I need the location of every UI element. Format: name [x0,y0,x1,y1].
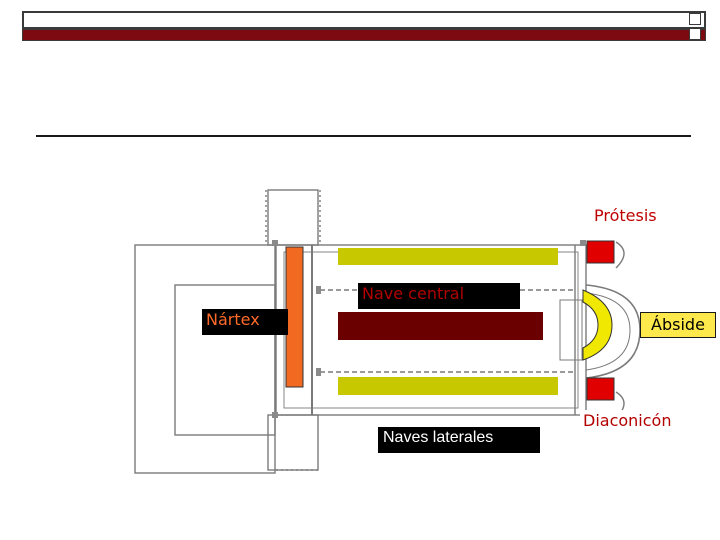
abside-label: Ábside [640,312,716,338]
nartex-zone [285,246,304,388]
title-bar [22,11,706,29]
title-underline [36,135,691,137]
corner-square-top [689,13,701,25]
north-aisle-zone [338,248,558,265]
protesis-zone [586,240,615,264]
atrium-inner-wall [174,284,276,436]
nartex-label: Nártex [202,309,288,335]
diaconicon-label: Diaconicón [580,410,675,432]
central-nave-zone [338,312,543,340]
title-accent-bar [22,29,706,41]
diaconicon-zone [586,377,615,401]
protesis-label: Prótesis [590,205,661,227]
nave-central-label: Nave central [358,283,520,309]
abside-zone [582,289,613,361]
atrium-outer-wall [134,244,276,474]
south-aisle-zone [338,377,558,395]
north-tower-wall [267,189,319,246]
naves-laterales-label: Naves laterales [378,427,540,453]
corner-square-bottom [689,28,701,40]
